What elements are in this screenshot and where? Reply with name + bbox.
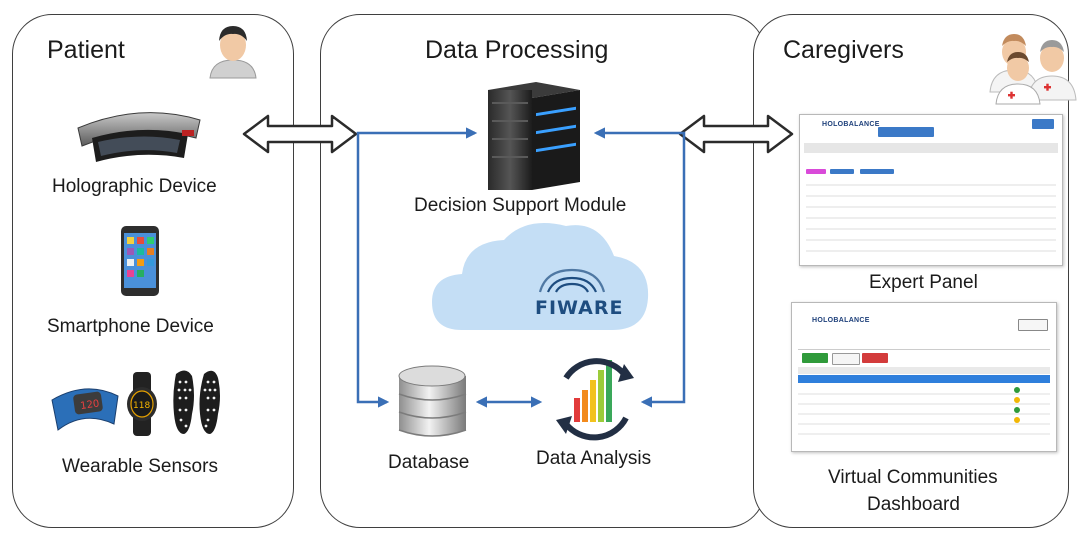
decision-support-label: Decision Support Module [414, 195, 627, 216]
data-processing-title: Data Processing [425, 36, 609, 64]
database-icon [398, 365, 467, 437]
expert-panel-btn-c [860, 169, 894, 174]
armband-readout: 120 [80, 398, 100, 412]
insole-sensor-icon [173, 370, 220, 434]
expert-panel-logout [1032, 119, 1054, 129]
left-flow-arrow [356, 127, 478, 408]
fiware-logo-icon [538, 268, 606, 293]
patient-avatar-icon [209, 26, 257, 79]
dashboard-status-yellow-1 [1014, 397, 1020, 403]
dashboard-brand: HOLOBALANCE [812, 317, 870, 324]
wrist-sensor-icon: 118 [127, 372, 157, 436]
virtual-communities-label-line2: Dashboard [867, 494, 960, 515]
data-analysis-label: Data Analysis [536, 448, 652, 469]
virtual-communities-label-line1: Virtual Communities [828, 467, 998, 488]
data-caregivers-double-arrow [678, 114, 794, 154]
expert-panel-btn-b [830, 169, 854, 174]
patient-title: Patient [47, 36, 125, 64]
dashboard-table-header [798, 367, 1050, 374]
caregivers-title: Caregivers [783, 36, 904, 64]
smartphone-icon [121, 226, 159, 296]
dashboard-view-btn [832, 353, 860, 365]
dashboard-status-yellow-2 [1014, 417, 1020, 423]
expert-panel-btn-a [806, 169, 826, 174]
wearable-sensors-label: Wearable Sensors [62, 456, 218, 477]
smartphone-device-label: Smartphone Device [47, 316, 214, 337]
expert-panel-label: Expert Panel [869, 272, 978, 293]
wrist-readout: 118 [133, 401, 150, 411]
dashboard-add-btn [802, 353, 828, 363]
database-label: Database [388, 452, 470, 473]
expert-panel-screenshot: HOLOBALANCE [799, 114, 1063, 266]
armband-sensor-icon: 120 [51, 388, 119, 431]
right-flow-arrow [593, 127, 686, 408]
data-analysis-icon [556, 358, 634, 441]
expert-panel-table [806, 179, 1056, 257]
holographic-device-label: Holographic Device [52, 176, 217, 197]
expert-panel-header-tab [878, 127, 934, 137]
cloud-icon [432, 223, 649, 330]
dashboard-delete-btn [862, 353, 888, 363]
holographic-headset-icon [77, 112, 201, 162]
dashboard-table-rows [798, 385, 1050, 435]
server-icon [488, 82, 580, 190]
caregivers-avatar-icon [989, 34, 1077, 105]
patient-data-double-arrow [242, 114, 358, 154]
dashboard-status-green-2 [1014, 407, 1020, 413]
fiware-logo-text: FIWARE [535, 297, 624, 319]
dashboard-logout [1018, 319, 1048, 331]
expert-panel-brand: HOLOBALANCE [822, 121, 880, 128]
dashboard-selected-row [798, 375, 1050, 383]
expert-panel-tabbar [804, 143, 1058, 153]
virtual-communities-screenshot: HOLOBALANCE [791, 302, 1057, 452]
dashboard-status-green [1014, 387, 1020, 393]
dashboard-tabs [798, 341, 1050, 350]
